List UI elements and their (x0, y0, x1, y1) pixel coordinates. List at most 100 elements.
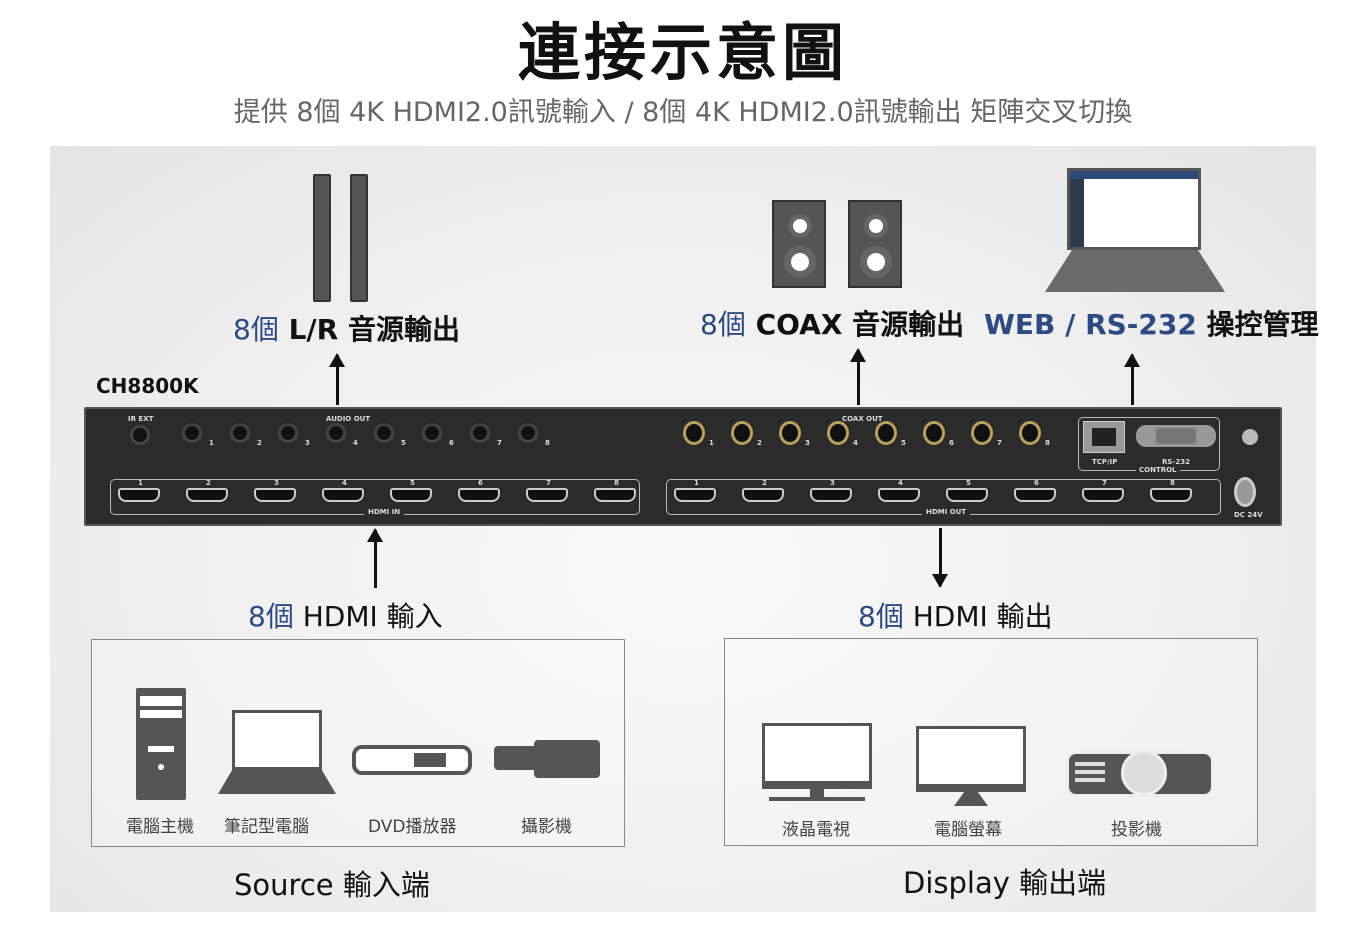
hdmi-out-port (810, 488, 852, 502)
rs232-port (1136, 425, 1216, 447)
arrow-down-icon (932, 528, 948, 588)
count: 8個 (248, 600, 294, 633)
camcorder-icon (494, 732, 602, 784)
hdmi-in-port (458, 488, 500, 502)
hdmi-out-port (1014, 488, 1056, 502)
port-number: 8 (1045, 439, 1050, 447)
coax-out-label: COAX OUT (842, 415, 883, 423)
hdmi-out-port (742, 488, 784, 502)
count: 8個 (858, 600, 904, 633)
label-text: COAX 音源輸出 (755, 308, 965, 341)
hdmi-out-caption: 8個 HDMI 輸出 (858, 595, 1053, 635)
source-footer: Source 輸入端 (234, 868, 430, 902)
port-number: 4 (853, 439, 858, 447)
projector-icon (1066, 750, 1214, 797)
rs232-label: RS-232 (1162, 458, 1190, 466)
source-label: 電腦主機 (126, 817, 194, 837)
web-control-label: WEB / RS-232 操控管理 (984, 303, 1319, 343)
display-label: 電腦螢幕 (934, 820, 1002, 840)
hdmi-in-port (322, 488, 364, 502)
laptop-icon (218, 710, 336, 794)
hdmi-in-caption: 8個 HDMI 輸入 (248, 595, 443, 635)
coax-out-port (923, 421, 945, 445)
page-subtitle: 提供 8個 4K HDMI2.0訊號輸入 / 8個 4K HDMI2.0訊號輸出… (233, 97, 1133, 128)
port-number: 5 (966, 479, 971, 487)
control-label: CONTROL (1136, 466, 1180, 474)
port-number: 2 (762, 479, 767, 487)
dc-label: DC 24V (1234, 511, 1263, 519)
audio-out-port (278, 423, 298, 443)
port-number: 1 (694, 479, 699, 487)
hdmi-in-port (254, 488, 296, 502)
label-text: HDMI 輸入 (302, 600, 443, 633)
port-number: 4 (898, 479, 903, 487)
port-number: 3 (274, 479, 279, 487)
dvd-player-icon (352, 745, 472, 775)
audio-out-port (470, 423, 490, 443)
hdmi-in-port (526, 488, 568, 502)
count: 8個 (700, 308, 746, 341)
label-text: L/R 音源輸出 (288, 313, 460, 346)
coax-out-port (731, 421, 753, 445)
coax-out-port (779, 421, 801, 445)
speaker-icon (772, 200, 826, 288)
port-number: 3 (805, 439, 810, 447)
hdmi-in-port (186, 488, 228, 502)
coax-out-port (1019, 421, 1041, 445)
coax-audio-label: 8個 COAX 音源輸出 (700, 303, 964, 343)
desktop-pc-icon (136, 688, 186, 800)
port-number: 6 (1034, 479, 1039, 487)
laptop-web-ui-icon (1045, 168, 1225, 292)
port-number: 7 (497, 439, 502, 447)
port-number: 8 (614, 479, 619, 487)
count: 8個 (233, 313, 279, 346)
port-number: 8 (1170, 479, 1175, 487)
source-label: DVD播放器 (368, 817, 457, 837)
hdmi-in-port (594, 488, 636, 502)
port-number: 3 (830, 479, 835, 487)
label-text: 操控管理 (1206, 308, 1319, 341)
port-number: 8 (545, 439, 550, 447)
arrow-up-icon (329, 353, 345, 405)
source-label: 攝影機 (521, 817, 572, 837)
audio-out-port (182, 423, 202, 443)
arrow-up-icon (1124, 353, 1140, 405)
audio-out-port (518, 423, 538, 443)
port-number: 5 (410, 479, 415, 487)
port-number: 5 (401, 439, 406, 447)
lcd-tv-icon (762, 723, 872, 805)
arrow-up-icon (367, 528, 383, 588)
source-label: 筆記型電腦 (224, 817, 309, 837)
hdmi-in-label: HDMI IN (364, 508, 405, 516)
model-name: CH8800K (96, 374, 199, 398)
audio-out-label: AUDIO OUT (326, 415, 371, 423)
display-label: 液晶電視 (782, 820, 850, 840)
coax-out-port (971, 421, 993, 445)
audio-out-port (422, 423, 442, 443)
port-number: 7 (546, 479, 551, 487)
port-number: 4 (353, 439, 358, 447)
hdmi-in-port (390, 488, 432, 502)
port-number: 3 (305, 439, 310, 447)
port-number: 2 (206, 479, 211, 487)
audio-out-port (374, 423, 394, 443)
port-number: 2 (757, 439, 762, 447)
tcpip-label: TCP/IP (1092, 458, 1118, 466)
hdmi-out-port (1150, 488, 1192, 502)
coax-out-port (683, 421, 705, 445)
hdmi-out-port (878, 488, 920, 502)
hdmi-in-port (118, 488, 160, 502)
coax-out-port (827, 421, 849, 445)
lr-audio-label: 8個 L/R 音源輸出 (233, 308, 460, 348)
hdmi-out-port (946, 488, 988, 502)
port-number: 1 (209, 439, 214, 447)
audio-out-port (326, 423, 346, 443)
display-footer: Display 輸出端 (903, 866, 1107, 900)
ground-screw-icon (1242, 429, 1258, 445)
label-text: HDMI 輸出 (912, 600, 1053, 633)
hdmi-out-port (1082, 488, 1124, 502)
port-number: 7 (997, 439, 1002, 447)
coax-out-port (875, 421, 897, 445)
port-number: 2 (257, 439, 262, 447)
